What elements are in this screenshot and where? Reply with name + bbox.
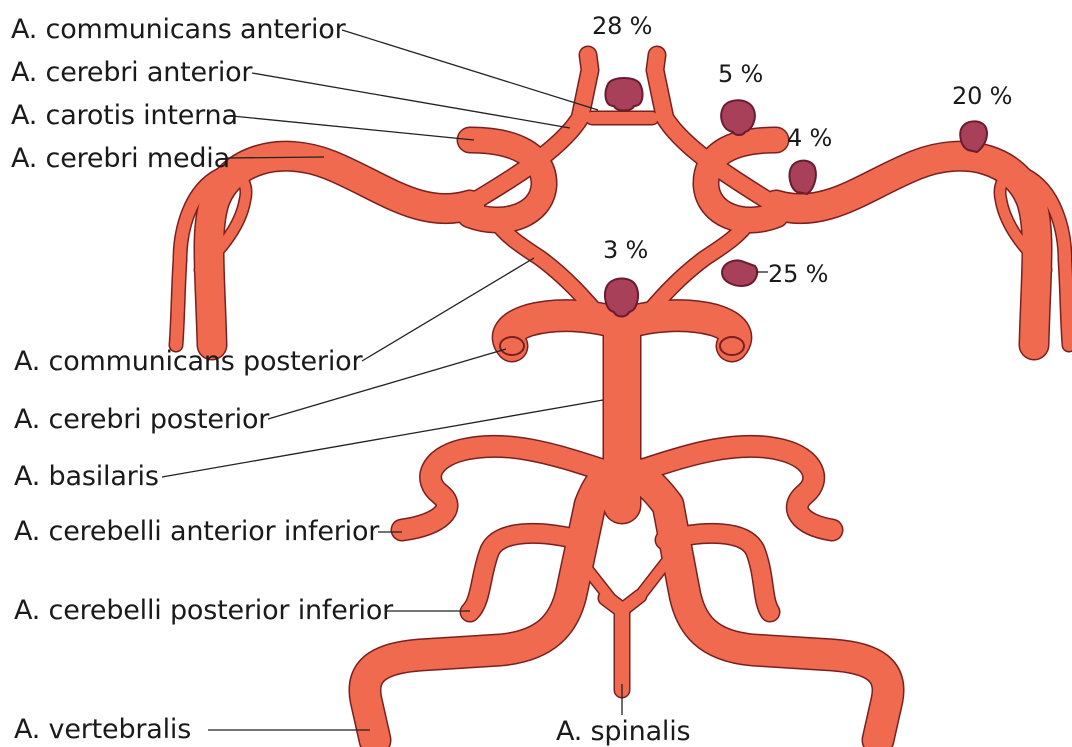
pca-open-end-left bbox=[500, 337, 524, 355]
spinal-branch-right-root bbox=[640, 560, 668, 596]
label-communicans-anterior: A. communicans anterior bbox=[11, 16, 345, 43]
aneurysm-carotis-interna bbox=[790, 161, 816, 194]
pct-cerebri-media: 20 % bbox=[952, 84, 1012, 108]
pct-carotis-interna: 4 % bbox=[787, 126, 832, 150]
pct-communicans-posterior: 25 % bbox=[768, 262, 828, 286]
label-cerebelli-posterior-inferior: A. cerebelli posterior inferior bbox=[14, 597, 393, 624]
pct-cerebri-anterior: 5 % bbox=[718, 62, 763, 86]
aneurysm-cerebri-media bbox=[960, 121, 987, 152]
aneurysm-cerebri-anterior bbox=[721, 100, 755, 135]
pct-basilaris: 3 % bbox=[603, 238, 648, 262]
label-carotis-interna: A. carotis interna bbox=[11, 102, 238, 129]
label-cerebri-posterior: A. cerebri posterior bbox=[14, 406, 269, 433]
aneurysm-communicans-anterior bbox=[606, 78, 643, 111]
aneurysm-basilaris bbox=[605, 279, 638, 317]
label-spinalis: A. spinalis bbox=[556, 718, 690, 745]
label-communicans-posterior: A. communicans posterior bbox=[14, 348, 362, 375]
label-cerebelli-anterior-inferior: A. cerebelli anterior inferior bbox=[14, 518, 379, 545]
label-cerebri-media: A. cerebri media bbox=[11, 145, 230, 172]
pct-communicans-anterior: 28 % bbox=[592, 14, 652, 38]
aneurysm-communicans-posterior bbox=[722, 260, 757, 285]
label-cerebri-anterior: A. cerebri anterior bbox=[11, 59, 252, 86]
pca-open-end-right bbox=[720, 337, 744, 355]
label-basilaris: A. basilaris bbox=[14, 463, 159, 490]
label-vertebralis: A. vertebralis bbox=[14, 716, 191, 743]
